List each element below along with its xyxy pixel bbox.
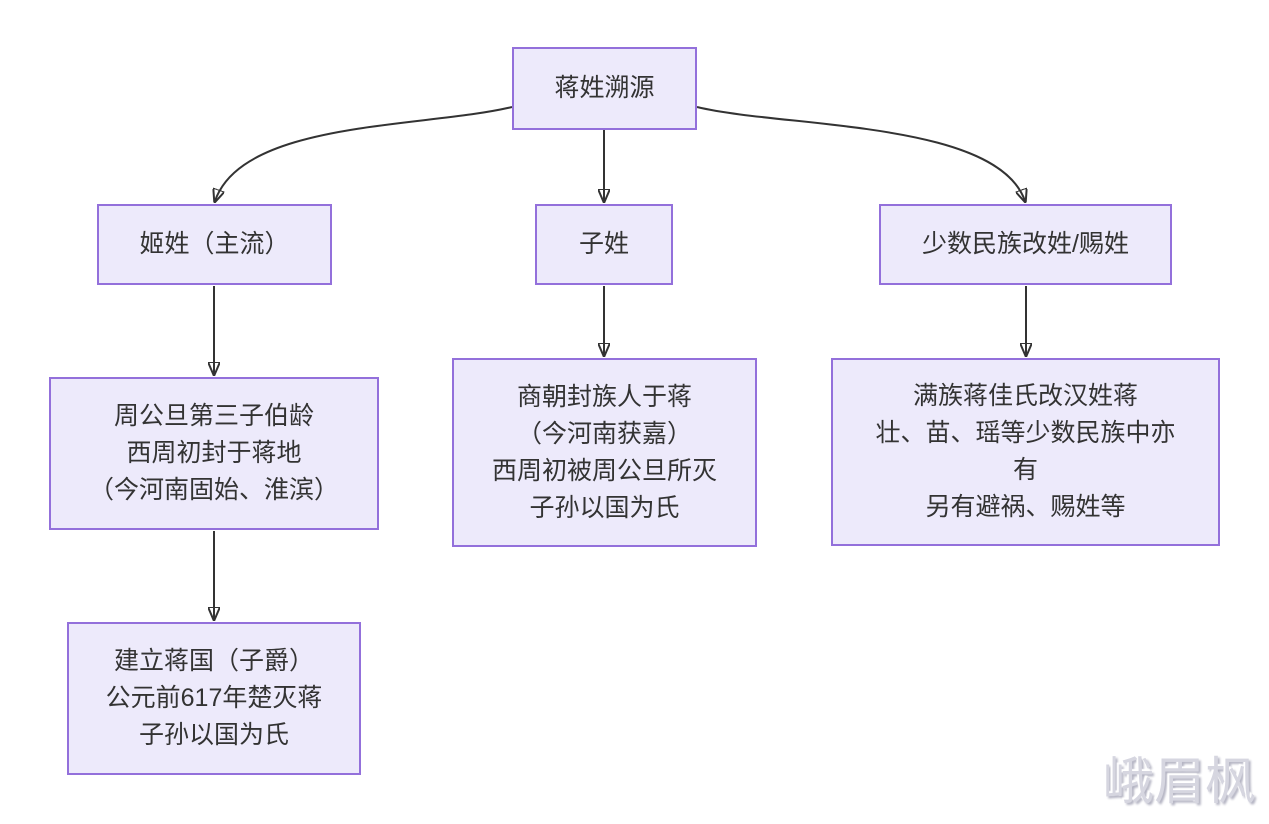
- node-ji-detail: 周公旦第三子伯龄 西周初封于蒋地 （今河南固始、淮滨）: [49, 377, 379, 530]
- node-label: 姬姓（主流）: [139, 230, 290, 258]
- edge-root-ji: [215, 106, 513, 201]
- watermark-text: 峨眉枫: [1103, 755, 1257, 811]
- node-zi-detail: 商朝封族人于蒋 （今河南获嘉） 西周初被周公旦所灭 子孙以国为氏: [452, 358, 757, 547]
- node-text-line: 公元前617年楚灭蒋: [105, 684, 323, 712]
- node-minority-detail: 满族蒋佳氏改汉姓蒋 壮、苗、瑶等少数民族中亦 有 另有避祸、赐姓等: [831, 358, 1220, 546]
- node-text-line: （今河南获嘉）: [516, 419, 692, 448]
- node-root: 蒋姓溯源: [512, 47, 697, 130]
- node-text-line: 周公旦第三子伯龄: [113, 402, 314, 430]
- node-text-line: 有: [1012, 456, 1038, 484]
- node-text-line: 另有避祸、赐姓等: [925, 493, 1126, 521]
- node-label: 少数民族改姓/赐姓: [922, 230, 1129, 258]
- node-text-line: 满族蒋佳氏改汉姓蒋: [912, 382, 1138, 410]
- node-label: 子姓: [578, 230, 629, 258]
- node-ji-surname: 姬姓（主流）: [97, 204, 332, 285]
- node-text-line: （今河南固始、淮滨）: [88, 476, 339, 504]
- node-minority-surname: 少数民族改姓/赐姓: [879, 204, 1172, 285]
- node-jiang-state: 建立蒋国（子爵） 公元前617年楚灭蒋 子孙以国为氏: [67, 622, 361, 775]
- node-text-line: 建立蒋国（子爵）: [113, 647, 314, 675]
- node-text-line: 商朝封族人于蒋: [516, 382, 692, 411]
- node-text-line: 子孙以国为氏: [529, 493, 680, 522]
- edge-root-minority: [696, 106, 1025, 201]
- node-zi-surname: 子姓: [535, 204, 673, 285]
- node-text-line: 西周初被周公旦所灭: [491, 456, 717, 485]
- node-text-line: 壮、苗、瑶等少数民族中亦: [875, 419, 1176, 447]
- node-text-line: 西周初封于蒋地: [126, 439, 302, 467]
- node-text-line: 子孙以国为氏: [138, 721, 289, 749]
- node-label: 蒋姓溯源: [554, 74, 655, 102]
